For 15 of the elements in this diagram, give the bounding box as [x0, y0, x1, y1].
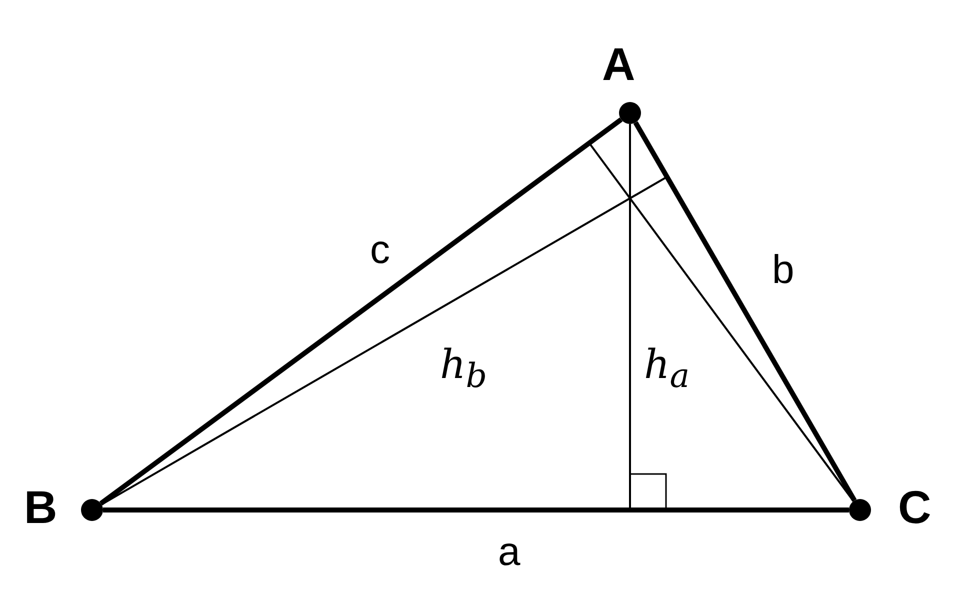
- vertex-label: B: [24, 484, 58, 530]
- vertex-label: A: [602, 41, 636, 87]
- edge-label: c: [370, 230, 390, 270]
- edge-label: b: [772, 250, 794, 290]
- altitude-line: [629, 124, 631, 510]
- triangle-side: [103, 508, 849, 512]
- right-angle-mark: [630, 473, 667, 510]
- edge-label: h$_{a}$: [644, 345, 690, 392]
- altitude-line: [101, 176, 668, 506]
- edge-label: h$_{b}$: [440, 345, 488, 392]
- altitude-line: [588, 142, 854, 502]
- edge-label: a: [498, 532, 520, 572]
- triangle-side: [633, 121, 857, 502]
- triangle-side: [99, 118, 623, 506]
- vertex-label: C: [898, 484, 932, 530]
